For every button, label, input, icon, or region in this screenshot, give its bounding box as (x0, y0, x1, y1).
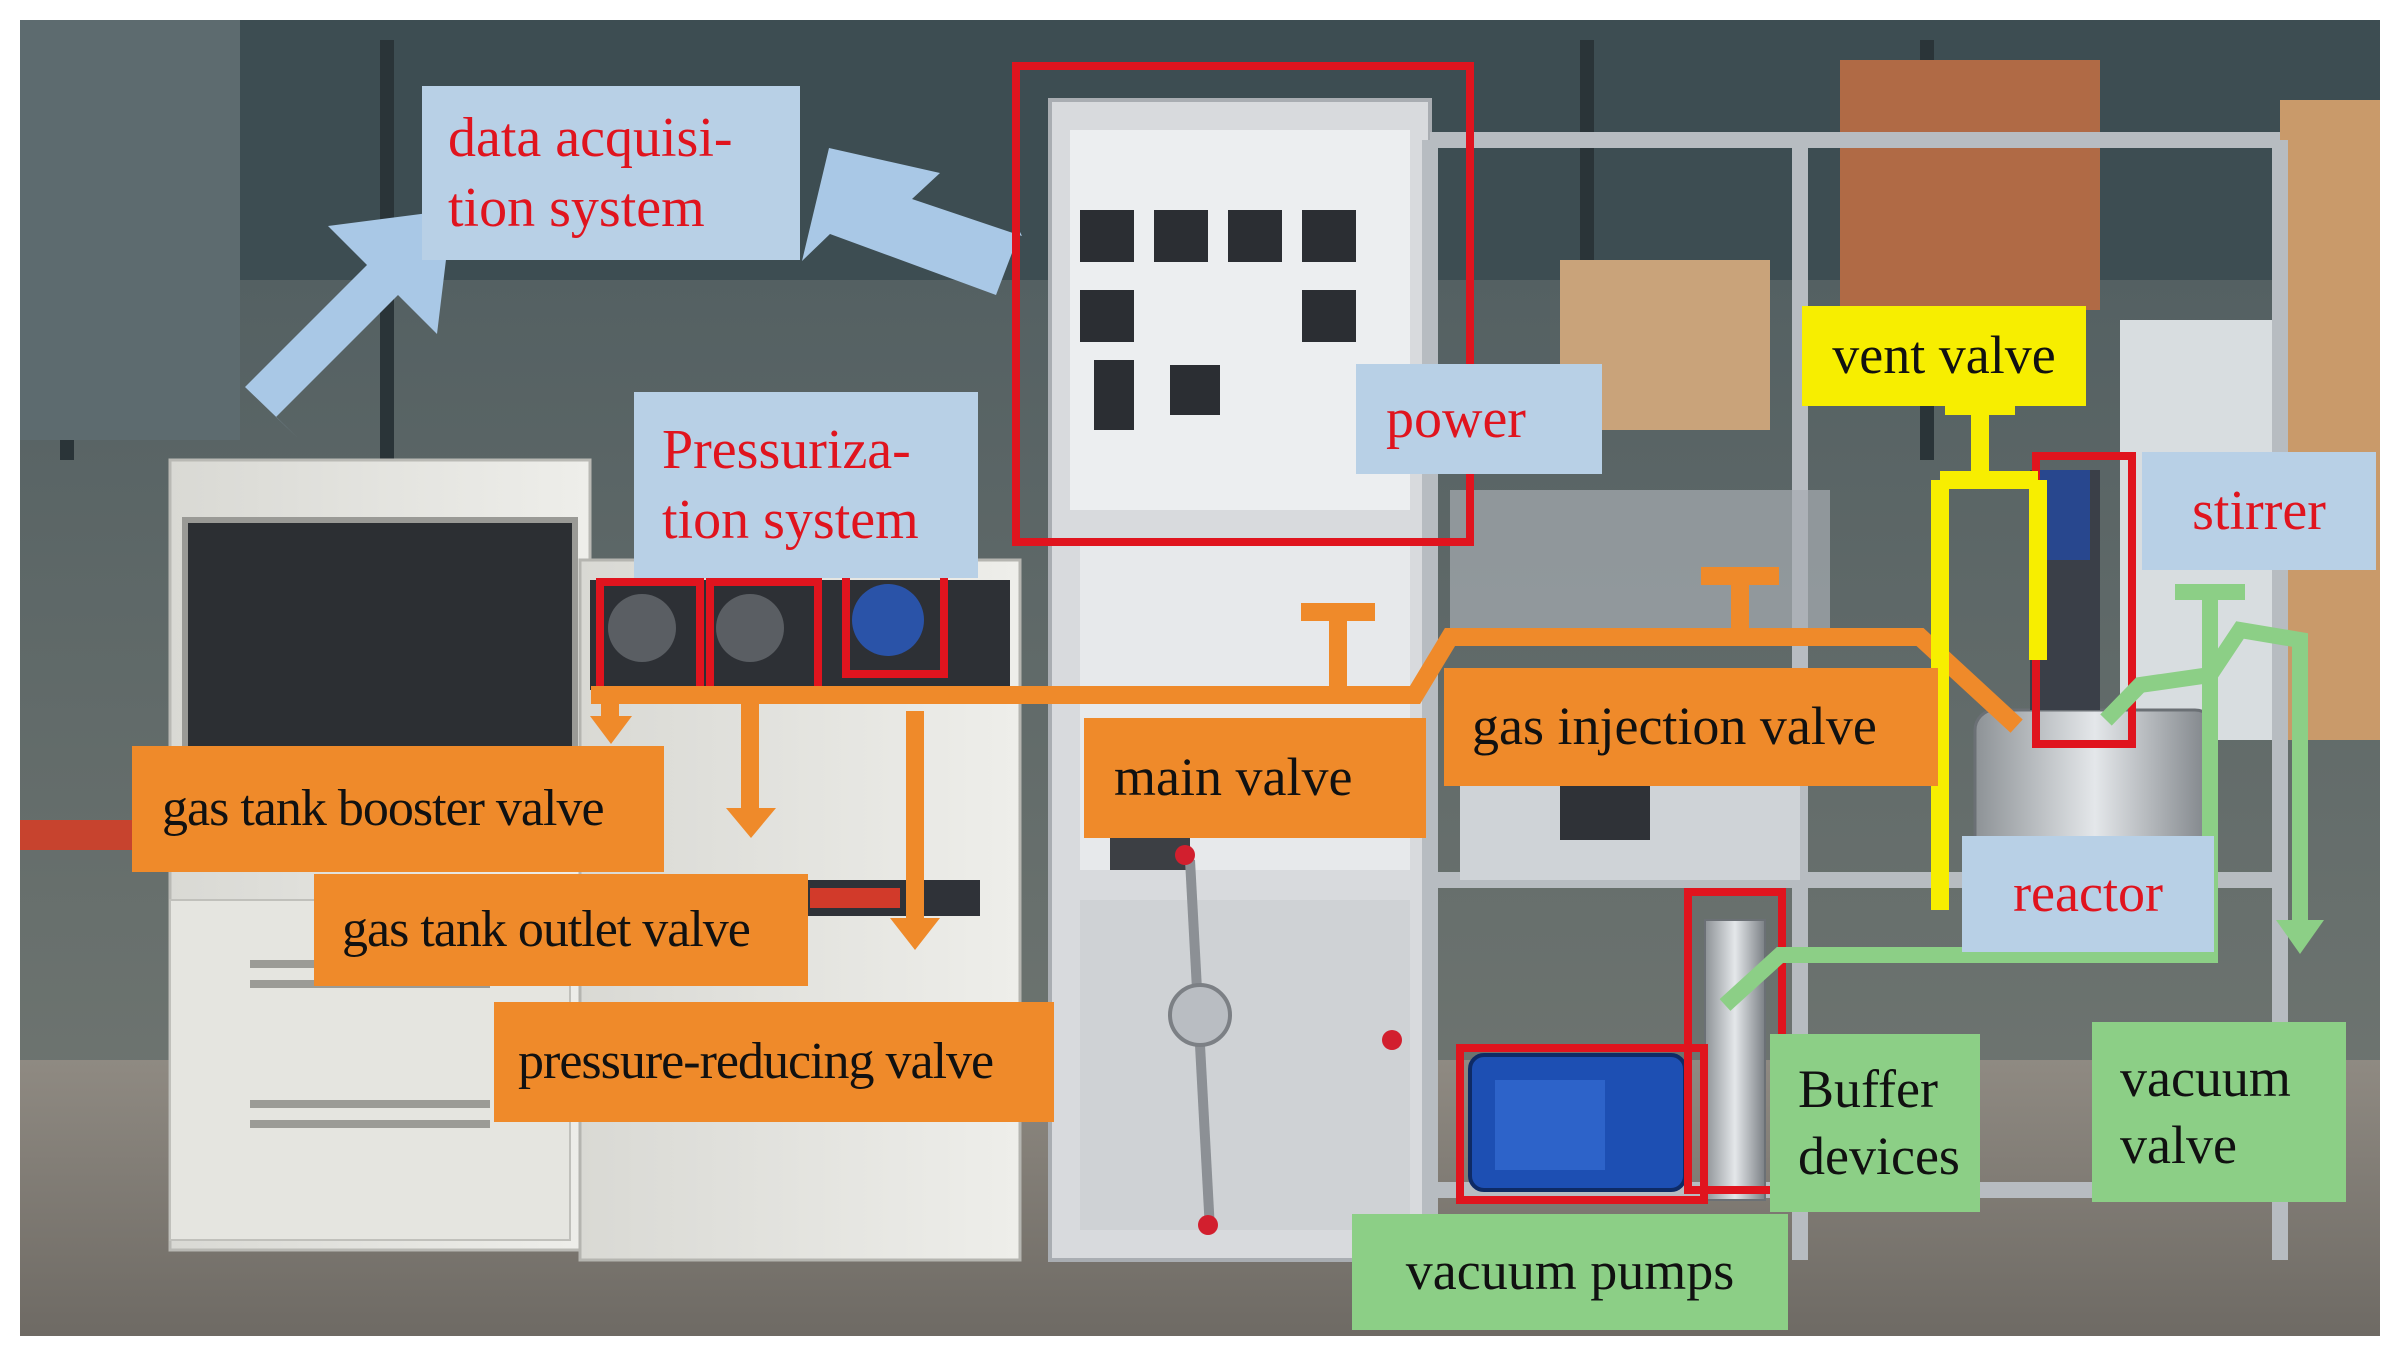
label-gas-tank-outlet-valve: gas tank outlet valve (314, 874, 808, 986)
label-power: power (1356, 364, 1602, 474)
blue-arrows (245, 148, 1022, 438)
label-vacuum-pumps: vacuum pumps (1352, 1214, 1788, 1330)
label-data-acquisition-system: data acquisi- tion system (422, 86, 800, 260)
green-arrowhead (2276, 920, 2324, 954)
orange-arrowheads (590, 716, 940, 950)
yellow-vent-line (1931, 397, 2047, 910)
green-vacuum-lines (1719, 584, 2308, 1011)
label-buffer-devices: Buffer devices (1770, 1034, 1980, 1212)
equipment-scene (20, 20, 2380, 1336)
orange-gas-lines (591, 567, 2023, 929)
label-gas-injection-valve: gas injection valve (1444, 668, 1938, 786)
buffer-and-pump (1468, 919, 1766, 1201)
label-pressurization-system: Pressuriza- tion system (634, 392, 978, 578)
highlight-vacuum-pump (1456, 1044, 1708, 1204)
label-vacuum-valve: vacuum valve (2092, 1022, 2346, 1202)
label-vent-valve: vent valve (1802, 306, 2086, 406)
control-tower (1048, 98, 1432, 1262)
annotated-photo: data acquisi- tion system Pressuriza- ti… (20, 20, 2380, 1336)
arrow-to-daq-left (245, 210, 452, 438)
label-main-valve: main valve (1084, 718, 1426, 838)
arrow-to-daq-right (802, 148, 1022, 295)
label-stirrer: stirrer (2142, 452, 2376, 570)
label-pressure-reducing-valve: pressure-reducing valve (494, 1002, 1054, 1122)
highlight-control-panel (1012, 62, 1474, 546)
label-reactor: reactor (1962, 836, 2214, 952)
label-gas-tank-booster-valve: gas tank booster valve (132, 746, 664, 872)
